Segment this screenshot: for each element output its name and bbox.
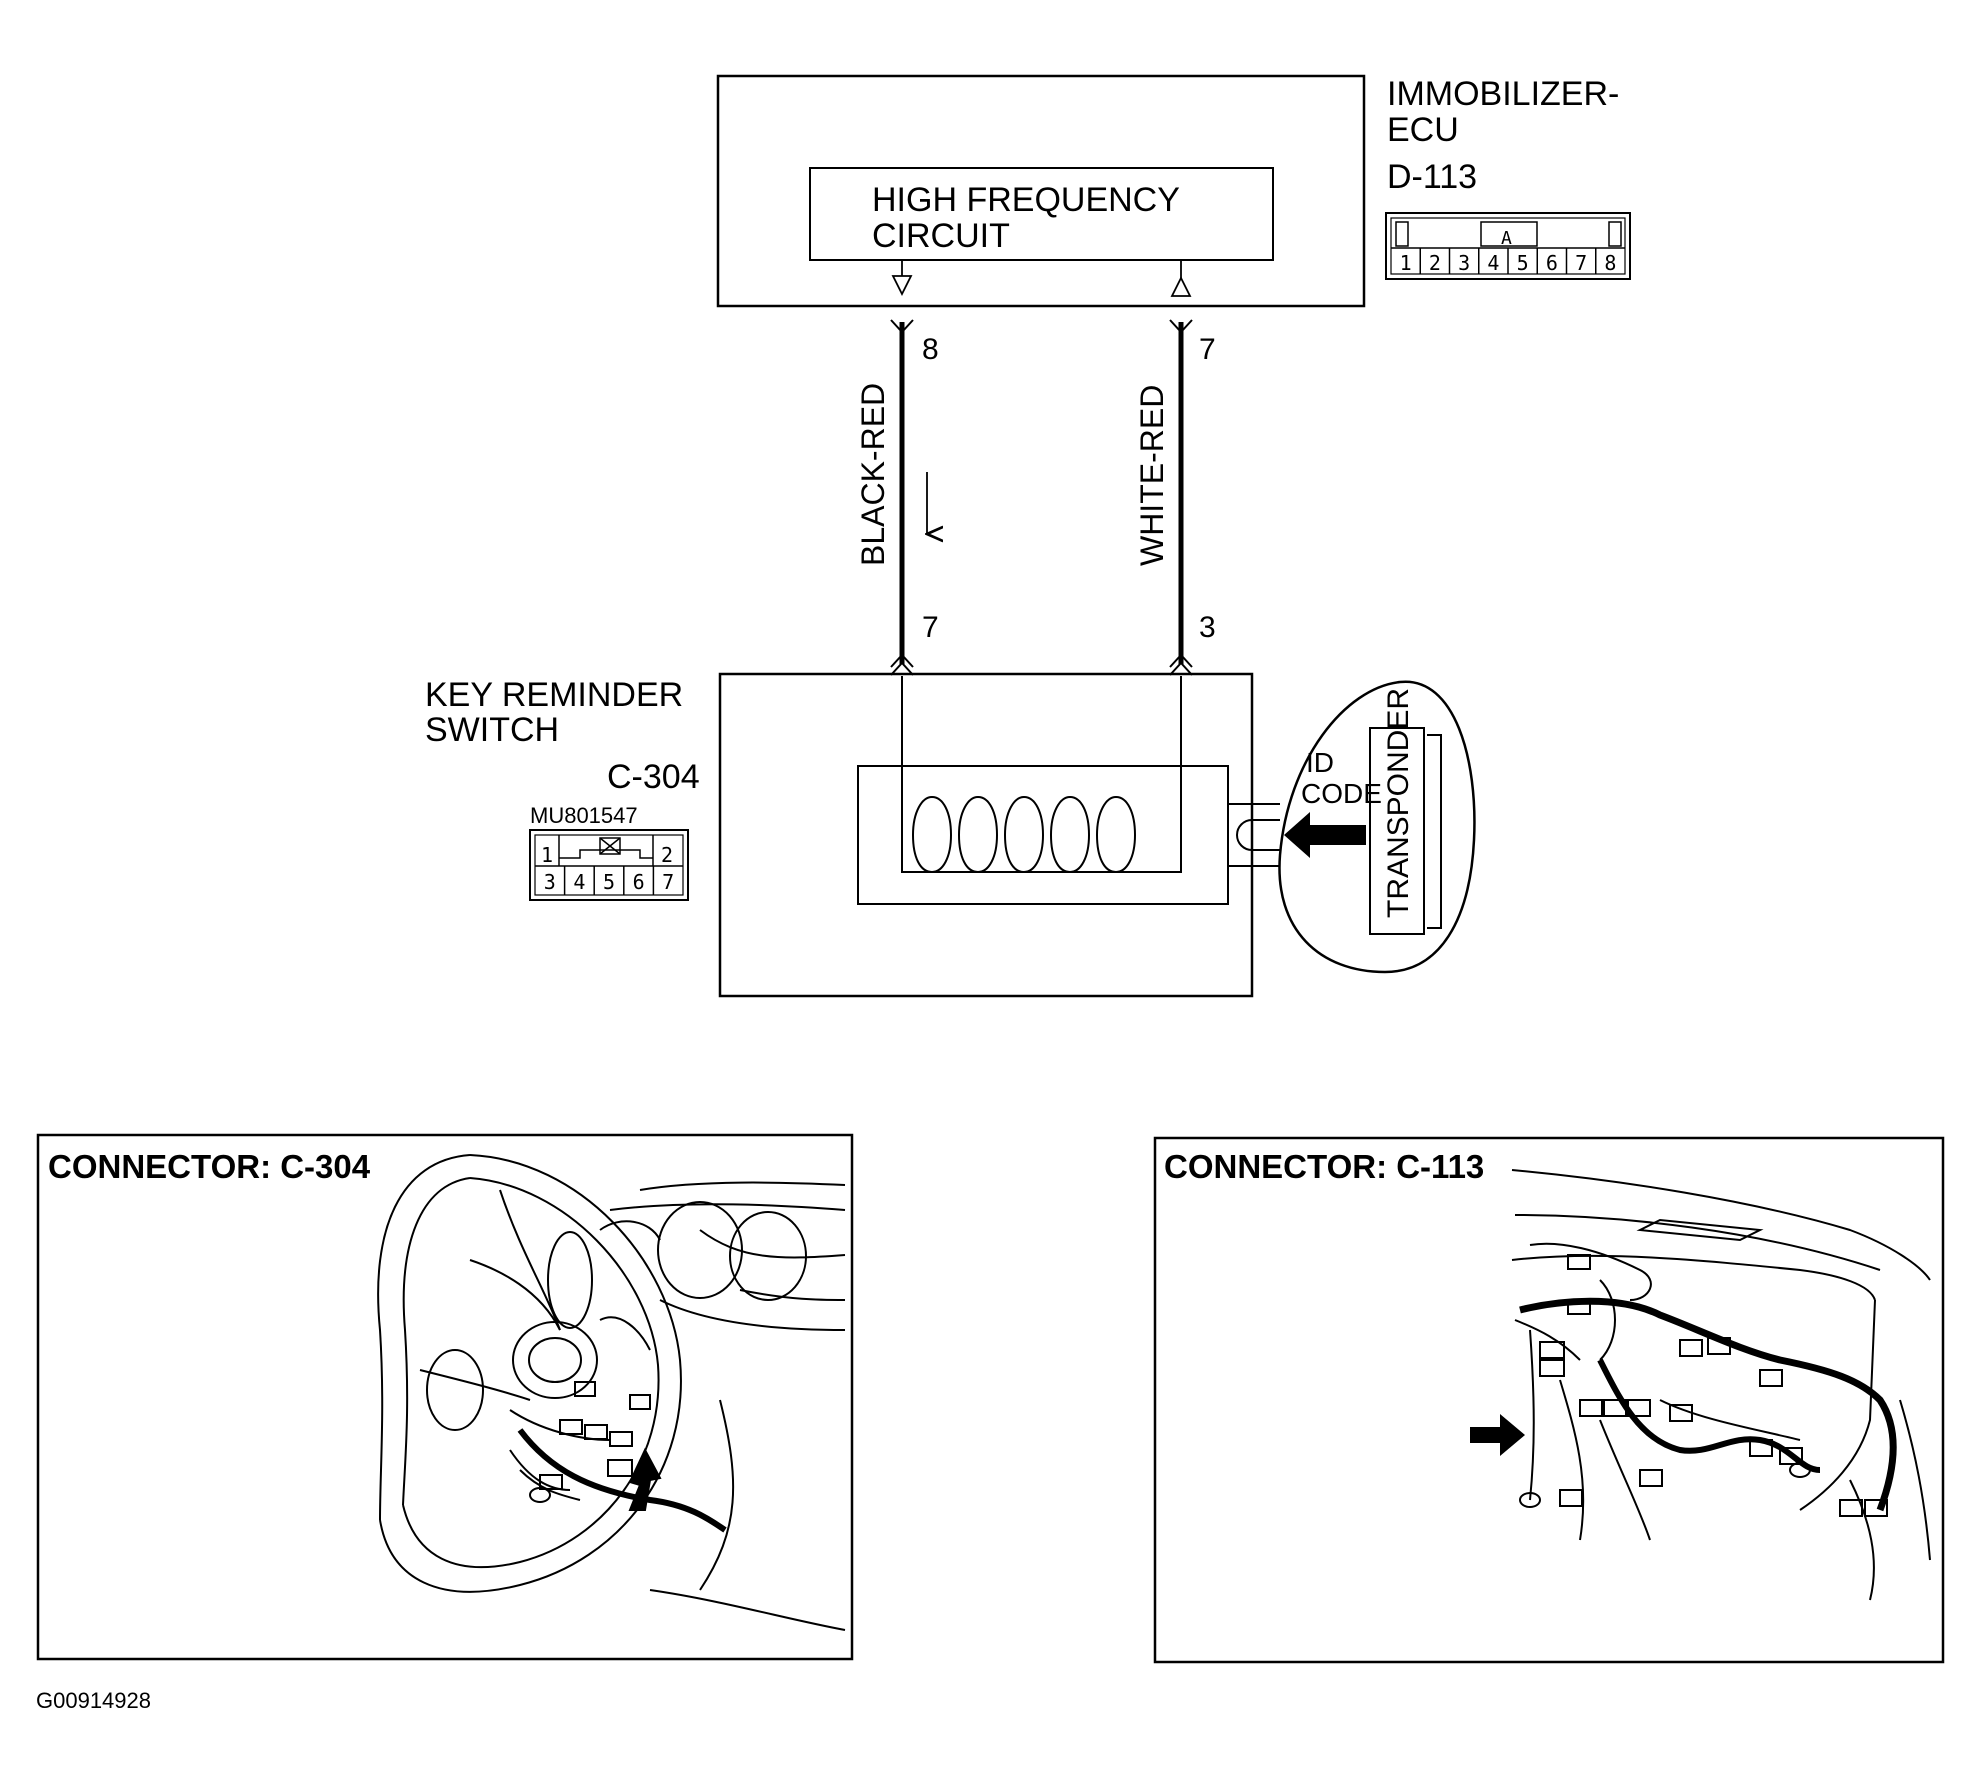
ignition-key: TRANSPONDER ID CODE bbox=[1278, 680, 1476, 974]
switch-pin-top-2: 2 bbox=[661, 843, 673, 867]
switch-name-line1: KEY REMINDER bbox=[425, 676, 683, 714]
dashboard-harness-illustration bbox=[1511, 1169, 1931, 1601]
wire-black-red: 8 7 BLACK-RED bbox=[855, 319, 939, 676]
switch-box bbox=[718, 672, 1254, 998]
antenna-coil bbox=[901, 676, 1182, 873]
id-code-arrow-icon bbox=[1284, 812, 1366, 858]
figure-id: G00914928 bbox=[36, 1688, 151, 1713]
antenna-coil-box bbox=[857, 765, 1229, 905]
immobilizer-ecu: HIGH FREQUENCY CIRCUIT IMMOBILIZER- ECU … bbox=[716, 74, 1631, 308]
ecu-connector-pin-2: 2 bbox=[1429, 251, 1441, 275]
wire-white-red: 7 3 WHITE-RED bbox=[1134, 319, 1216, 676]
switch-pin-7-label: 7 bbox=[922, 611, 939, 644]
switch-connector-code: C-304 bbox=[607, 758, 700, 796]
ecu-connector-key: A bbox=[1501, 228, 1512, 249]
panel-title-c113: CONNECTOR: C-113 bbox=[1164, 1148, 1484, 1185]
connector-pointer-arrow-icon bbox=[1470, 1414, 1525, 1456]
ecu-name-line1: IMMOBILIZER- bbox=[1387, 75, 1619, 113]
ecu-pin-8-label: 8 bbox=[922, 333, 939, 366]
ecu-connector-pin-5: 5 bbox=[1517, 251, 1529, 275]
switch-connector-pin-7: 7 bbox=[662, 870, 674, 894]
input-triangle-icon bbox=[1170, 275, 1192, 297]
ecu-name-line2: ECU bbox=[1387, 111, 1459, 149]
switch-connector-pin-5: 5 bbox=[603, 870, 615, 894]
ecu-connector-pin-8: 8 bbox=[1604, 251, 1616, 275]
switch-pin-top-1: 1 bbox=[541, 843, 553, 867]
high-frequency-circuit-box bbox=[809, 167, 1274, 261]
circuit-label-line2: CIRCUIT bbox=[872, 217, 1010, 255]
ecu-pin-7-label: 7 bbox=[1199, 333, 1216, 366]
ecu-connector-pin-7: 7 bbox=[1575, 251, 1587, 275]
switch-connector-pin-4: 4 bbox=[573, 870, 585, 894]
ecu-connector-pin-6: 6 bbox=[1546, 251, 1558, 275]
key-blade bbox=[1228, 803, 1280, 867]
switch-name-line2: SWITCH bbox=[425, 711, 559, 749]
transponder-label: TRANSPONDER bbox=[1382, 688, 1415, 918]
panel-title-c304: CONNECTOR: C-304 bbox=[48, 1148, 371, 1185]
ecu-connector-code: D-113 bbox=[1387, 158, 1477, 196]
cavity-x-icon bbox=[599, 837, 621, 855]
wire-color-black-red: BLACK-RED bbox=[855, 383, 891, 566]
switch-connector-pin-6: 6 bbox=[633, 870, 645, 894]
transponder-box bbox=[1369, 727, 1425, 935]
switch-part-number: MU801547 bbox=[530, 803, 638, 828]
connector-c304-panel: CONNECTOR: C-304 bbox=[36, 1133, 854, 1661]
circuit-label-line1: HIGH FREQUENCY bbox=[872, 181, 1180, 219]
wire-color-white-red: WHITE-RED bbox=[1134, 385, 1170, 566]
ecu-connector-pin-1: 1 bbox=[1400, 251, 1412, 275]
ecu-connector-pin-3: 3 bbox=[1458, 251, 1470, 275]
key-reminder-switch: KEY REMINDER SWITCH C-304 MU801547 1 2 3… bbox=[425, 672, 1280, 998]
connector-c113-panel: CONNECTOR: C-113 bbox=[1153, 1136, 1945, 1664]
ecu-connector-pin-4: 4 bbox=[1487, 251, 1499, 275]
steering-wheel-illustration bbox=[377, 1154, 846, 1631]
transponder-chip bbox=[1427, 734, 1442, 929]
output-triangle-icon bbox=[891, 275, 913, 297]
ecu-box bbox=[716, 74, 1366, 308]
switch-connector-pin-3: 3 bbox=[544, 870, 556, 894]
key-head-outline bbox=[1278, 680, 1476, 974]
connector-pointer-arrow-icon bbox=[628, 1447, 662, 1511]
switch-pin-3-label: 3 bbox=[1199, 611, 1216, 644]
id-code-line1: ID bbox=[1306, 747, 1334, 778]
id-code-line2: CODE bbox=[1301, 778, 1382, 809]
